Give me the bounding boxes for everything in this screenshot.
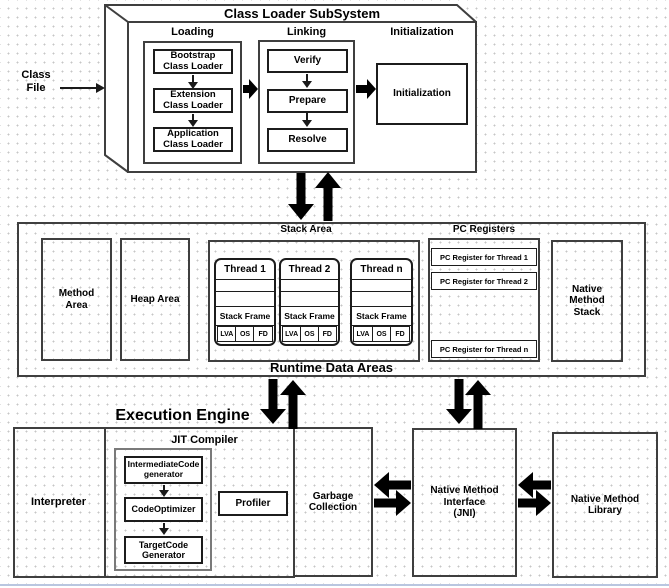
thread-row <box>352 292 411 307</box>
prepare-box: Prepare <box>267 89 348 113</box>
thread-1-title: Thread 1 <box>216 260 274 280</box>
application-class-loader-box: Application Class Loader <box>153 127 233 152</box>
garbage-collection-box: Garbage Collection <box>293 427 373 577</box>
thread-row <box>216 280 274 292</box>
code-optimizer-box: CodeOptimizer <box>124 497 203 522</box>
verify-box: Verify <box>267 49 348 73</box>
thread-2-box: Thread 2 Stack Frame LVA OS FD <box>279 258 340 346</box>
execution-engine-divider <box>104 427 106 578</box>
target-code-generator-box: TargetCode Generator <box>124 536 203 564</box>
heap-area-box: Heap Area <box>120 238 190 361</box>
linking-box <box>258 40 355 164</box>
thread-n-title: Thread n <box>352 260 411 280</box>
bootstrap-class-loader-box: Bootstrap Class Loader <box>153 49 233 74</box>
pc-registers-box <box>428 238 540 362</box>
resolve-box: Resolve <box>267 128 348 152</box>
runtime-data-areas-box <box>17 222 646 377</box>
lva-cell: LVA <box>353 326 373 342</box>
linking-section-label: Linking <box>286 26 327 38</box>
thread-n-box: Thread n Stack Frame LVA OS FD <box>350 258 413 346</box>
class-file-label: Class File <box>21 69 51 94</box>
lva-cell: LVA <box>282 326 302 342</box>
pc-register-thread-2: PC Register for Thread 2 <box>431 272 537 290</box>
execution-engine-title: Execution Engine <box>115 407 250 424</box>
runtime-data-areas-title: Runtime Data Areas <box>269 360 394 375</box>
native-method-library-box: Native Method Library <box>552 432 658 578</box>
thread-row <box>281 292 338 307</box>
window-bottom-edge <box>0 584 669 586</box>
native-method-stack-box: Native Method Stack <box>551 240 623 362</box>
method-area-box: Method Area <box>41 238 112 361</box>
fd-cell: FD <box>253 326 274 342</box>
thread-1-box: Thread 1 Stack Frame LVA OS FD <box>214 258 276 346</box>
stack-frame-cells: LVA OS FD <box>281 326 338 344</box>
thread-row <box>281 280 338 292</box>
stack-frame-label: Stack Frame <box>216 307 274 326</box>
pc-registers-label: PC Registers <box>452 224 516 235</box>
thread-row <box>216 292 274 307</box>
thread-row <box>352 280 411 292</box>
thread-2-title: Thread 2 <box>281 260 338 280</box>
os-cell: OS <box>299 326 320 342</box>
initialization-section-label: Initialization <box>390 26 454 38</box>
loading-section-label: Loading <box>171 26 214 38</box>
os-cell: OS <box>235 326 255 342</box>
os-cell: OS <box>371 326 392 342</box>
interpreter-box: Interpreter <box>30 496 87 509</box>
stack-frame-label: Stack Frame <box>352 307 411 326</box>
extension-class-loader-box: Extension Class Loader <box>153 88 233 113</box>
initialization-box: Initialization <box>376 63 468 125</box>
profiler-box: Profiler <box>218 491 288 516</box>
pc-register-thread-1: PC Register for Thread 1 <box>431 248 537 266</box>
pc-register-thread-n: PC Register for Thread n <box>431 340 537 358</box>
loading-box <box>143 41 242 164</box>
intermediate-code-generator-box: IntermediateCode generator <box>124 456 203 484</box>
stack-frame-label: Stack Frame <box>281 307 338 326</box>
lva-cell: LVA <box>217 326 237 342</box>
jit-compiler-box <box>114 448 212 571</box>
fd-cell: FD <box>317 326 337 342</box>
stack-area-label: Stack Area <box>280 224 332 235</box>
stack-frame-cells: LVA OS FD <box>216 326 274 344</box>
stack-frame-cells: LVA OS FD <box>352 326 411 344</box>
fd-cell: FD <box>390 326 410 342</box>
stack-area-box <box>208 240 420 362</box>
class-loader-title: Class Loader SubSystem <box>223 6 381 21</box>
jit-compiler-label: JIT Compiler <box>171 434 238 446</box>
native-method-interface-box: Native Method Interface (JNI) <box>412 428 517 577</box>
